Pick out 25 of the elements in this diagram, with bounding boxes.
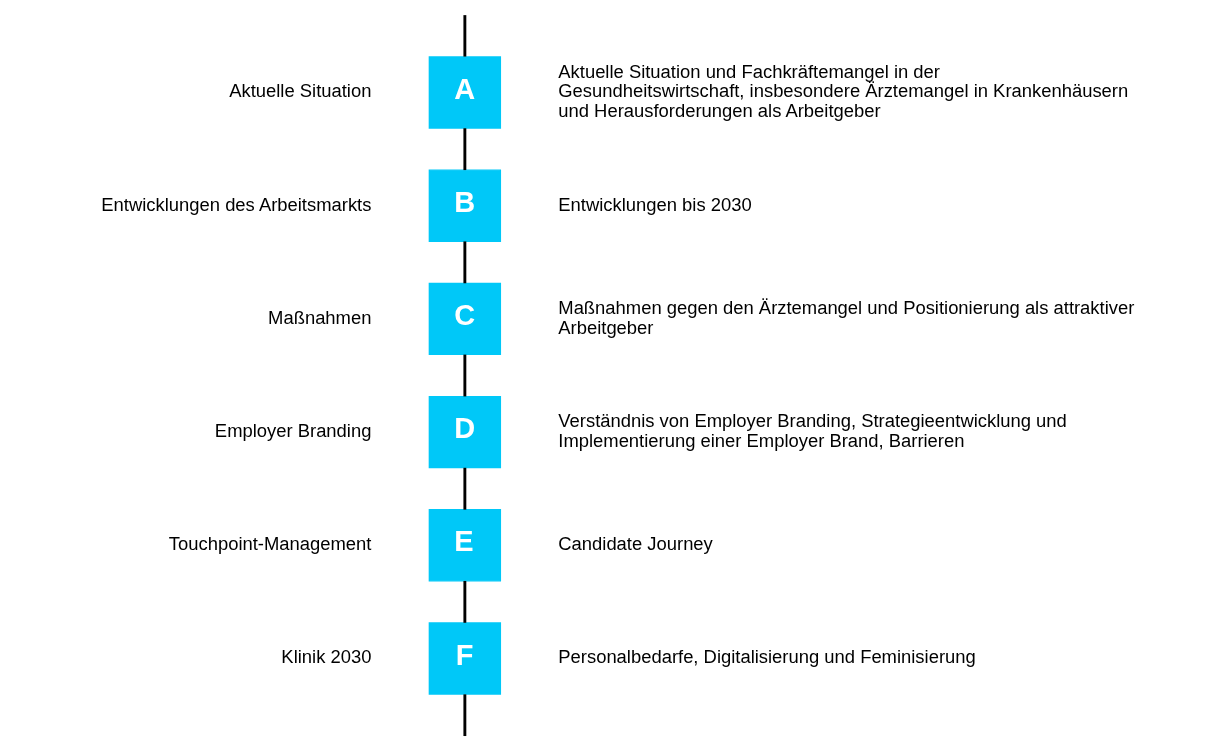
node-label: Personalbedarfe, Digitalisierung und Feminisierung xyxy=(557,646,976,668)
node-box: E xyxy=(428,509,501,582)
connector xyxy=(462,354,466,397)
node-label: Entwicklungen des Arbeitsmarkts xyxy=(100,193,371,215)
node-label: Maßnahmen gegen den Ärztemangel und Positionierung als attraktiver Arbeitgeber xyxy=(557,296,1134,338)
connector xyxy=(462,694,466,737)
node-label: Touchpoint-Management xyxy=(168,533,371,555)
node-label: Maßnahmen xyxy=(267,306,371,328)
node-label: Employer Branding xyxy=(214,419,371,441)
node-box: D xyxy=(428,395,501,469)
node-label: Klinik 2030 xyxy=(280,646,371,668)
connector xyxy=(462,241,466,284)
node-box: B xyxy=(428,169,501,242)
connector xyxy=(462,580,466,623)
node-label: Aktuelle Situation xyxy=(228,80,371,102)
node-box: A xyxy=(428,56,501,129)
node-label: Entwicklungen bis 2030 xyxy=(557,193,752,215)
node-box: C xyxy=(428,282,501,356)
node-box: F xyxy=(428,622,501,695)
connector xyxy=(462,15,466,57)
node-label: Candidate Journey xyxy=(557,533,713,555)
connector xyxy=(462,128,466,171)
node-label: Verständnis von Employer Branding, Strategieentwicklung und Implementierung einer Employer Brand, Barrieren xyxy=(557,410,1067,451)
connector xyxy=(462,467,466,510)
node-label: Aktuelle Situation und Fachkräftemangel in der Gesundheitswirtschaft, insbesondere Ärztemangel in Krankenhäusern und Herausforderungen als Arbeitgeber xyxy=(557,60,1128,122)
